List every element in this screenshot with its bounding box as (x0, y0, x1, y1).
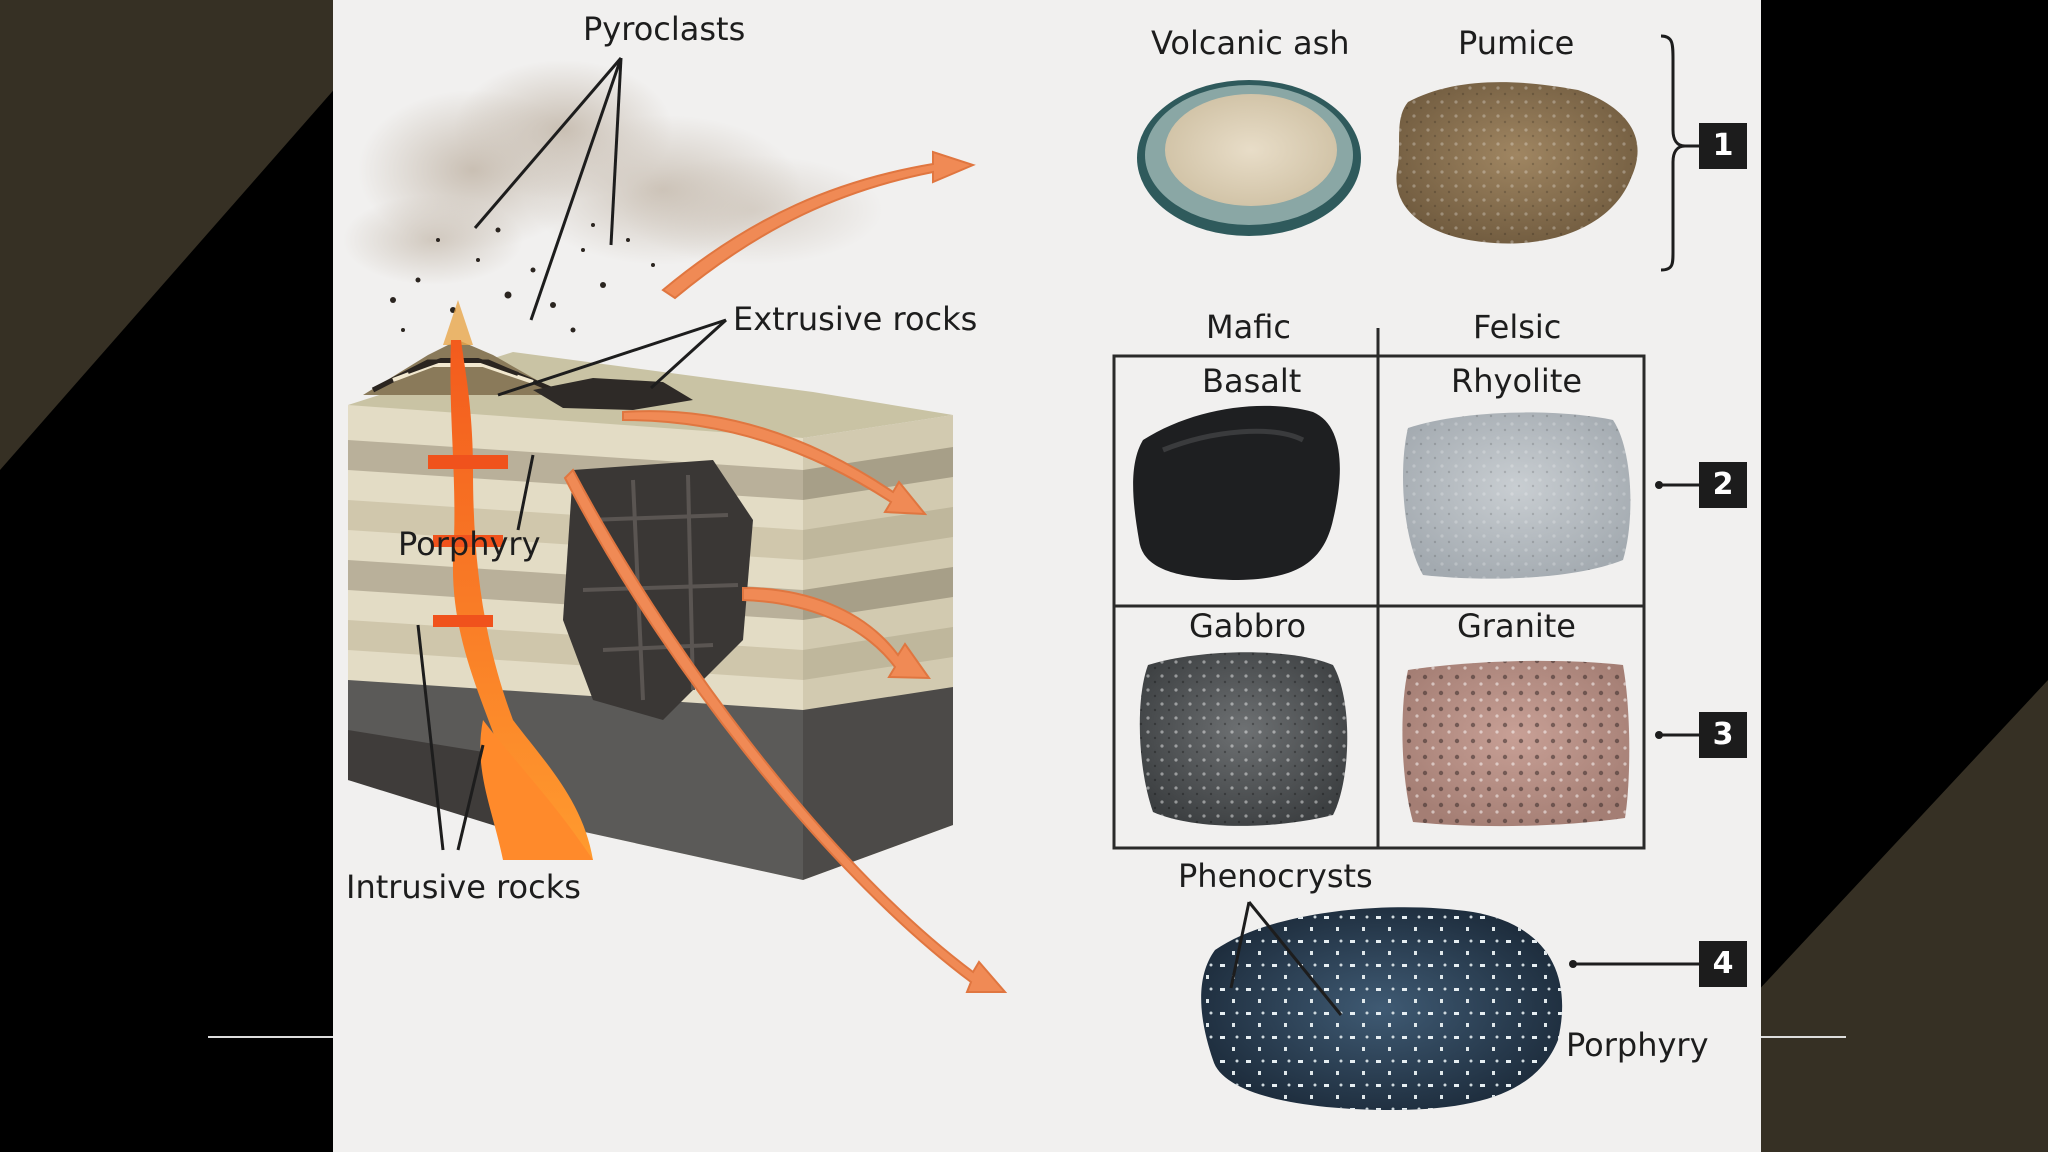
volcanic-ash-label: Volcanic ash (1151, 24, 1350, 62)
porphyry-sample-label: Porphyry (1566, 1026, 1709, 1064)
arrow-to-basalt (622, 410, 928, 516)
mafic-label: Mafic (1206, 308, 1291, 346)
group-number-4: 4 (1699, 941, 1747, 987)
label-pointer-lines (416, 57, 728, 851)
phenocrysts-label: Phenocrysts (1178, 857, 1373, 895)
arrow-to-ash (661, 150, 976, 300)
rhyolite-sample (1403, 412, 1631, 579)
volcanic-ash-sample (1137, 80, 1361, 236)
group-number-1: 1 (1699, 123, 1747, 169)
group-number-3: 3 (1699, 712, 1747, 758)
extrusive-rocks-label: Extrusive rocks (733, 300, 978, 338)
intrusive-rocks-label: Intrusive rocks (346, 868, 581, 906)
porphyry-sample (1201, 901, 1563, 1110)
pumice-sample (1396, 82, 1638, 244)
group-number-2: 2 (1699, 462, 1747, 508)
intrusive-body-cutaway (563, 460, 753, 720)
magma-conduit (428, 340, 593, 860)
right-decor-shape (1740, 680, 2048, 1152)
rock-type-arrows (563, 150, 1008, 993)
porphyry-inset-label: Porphyry (398, 525, 541, 563)
arrow-to-gabbro (742, 586, 931, 680)
granite-sample (1402, 660, 1630, 827)
basalt-sample (1133, 405, 1340, 580)
rhyolite-label: Rhyolite (1451, 362, 1583, 400)
gabbro-label: Gabbro (1189, 607, 1307, 645)
diagram-panel: Pyroclasts Extrusive rocks Porphyry Intr… (333, 0, 1761, 1152)
arrow-to-porphyry (563, 468, 1008, 993)
granite-label: Granite (1457, 607, 1576, 645)
left-decor-shape (0, 0, 360, 470)
classification-grid (1112, 328, 1646, 850)
gabbro-sample (1139, 652, 1348, 826)
pyroclasts-label: Pyroclasts (583, 10, 746, 48)
felsic-label: Felsic (1473, 308, 1562, 346)
eruption-cloud (343, 60, 883, 285)
rock-formation-diagram (343, 34, 1699, 1110)
bracket-group-1 (1660, 34, 1686, 272)
basalt-label: Basalt (1202, 362, 1302, 400)
pumice-label: Pumice (1458, 24, 1575, 62)
group-connectors (1573, 34, 1699, 966)
